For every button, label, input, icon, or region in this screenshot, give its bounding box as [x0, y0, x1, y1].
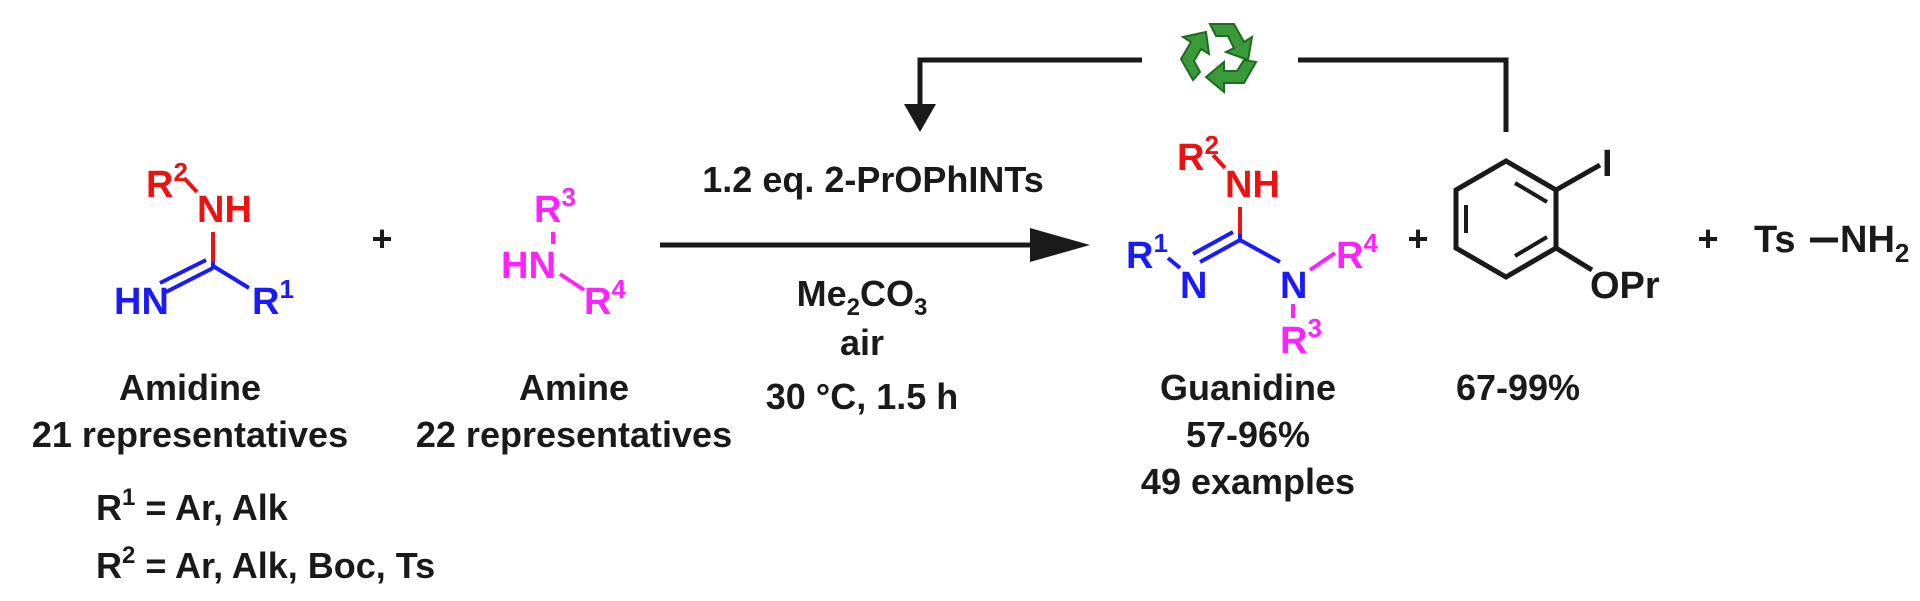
recycle-loop-arrow	[904, 57, 1509, 132]
amidine-r2: R2	[146, 157, 188, 206]
guanidine-r2: R2	[1177, 130, 1219, 179]
guanidine-n-amine: N	[1280, 265, 1307, 307]
ts-label: Ts	[1754, 219, 1796, 261]
amine-r3: R3	[534, 182, 576, 231]
plus-sign-2: +	[1407, 218, 1428, 259]
iodoarene-yield: 67-99%	[1456, 367, 1580, 408]
amidine-name: Amidine	[119, 367, 261, 408]
amine-count: 22 representatives	[416, 414, 732, 455]
amidine-nh: NH	[197, 189, 252, 231]
tosylamide-structure: Ts NH2	[1754, 219, 1909, 268]
reagent-label: 1.2 eq. 2-PrOPhINTs	[702, 159, 1043, 200]
plus-sign-1: +	[371, 218, 392, 259]
iodo-label: I	[1602, 143, 1613, 185]
substituent-r1-definition: R1 = Ar, Alk	[96, 484, 289, 528]
amine-name: Amine	[519, 367, 629, 408]
atmosphere-label: air	[840, 322, 884, 363]
recycle-icon	[1179, 23, 1258, 95]
reaction-arrow	[660, 228, 1090, 262]
plus-sign-3: +	[1697, 218, 1718, 259]
amine-hn: HN	[501, 245, 556, 287]
opr-label: OPr	[1590, 265, 1660, 307]
amine-structure: R3 HN R4	[501, 182, 626, 323]
amine-r4: R4	[584, 274, 626, 323]
guanidine-yield: 57-96%	[1186, 414, 1310, 455]
amidine-hn: HN	[114, 281, 169, 323]
guanidine-name: Guanidine	[1160, 367, 1336, 408]
guanidine-examples: 49 examples	[1141, 461, 1355, 502]
temperature-time-label: 30 °C, 1.5 h	[766, 376, 958, 417]
guanidine-r3: R3	[1280, 313, 1322, 362]
amidine-r1: R1	[252, 274, 294, 323]
guanidine-structure: R2 NH R1 N N R4 R3	[1126, 130, 1378, 362]
solvent-label: Me2CO3	[797, 273, 928, 321]
amidine-count: 21 representatives	[32, 414, 348, 455]
guanidine-n-imine: N	[1180, 265, 1207, 307]
substituent-r2-definition: R2 = Ar, Alk, Boc, Ts	[96, 542, 435, 586]
guanidine-r4: R4	[1336, 228, 1378, 277]
amidine-structure: R2 NH HN R1	[114, 157, 294, 323]
guanidine-nh: NH	[1225, 164, 1280, 206]
iodoarene-structure: I OPr	[1453, 143, 1660, 307]
nh2-label: NH2	[1840, 219, 1909, 268]
guanidine-r1: R1	[1126, 228, 1168, 277]
